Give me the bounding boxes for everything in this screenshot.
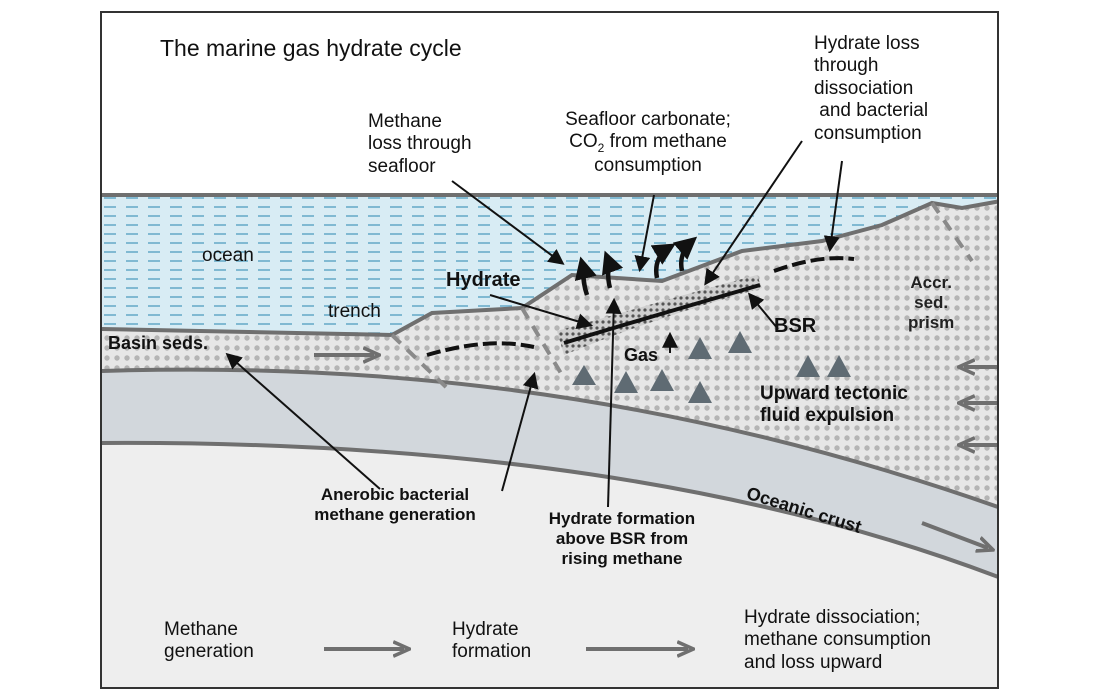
step2-line-2: formation (452, 641, 532, 663)
formation-callout: Hydrate formation above BSR from rising … (522, 509, 722, 569)
thrust-line-3 (930, 201, 974, 263)
anerobic-line-2: methane generation (314, 505, 476, 525)
hydrate-loss-line-3: dissociation (814, 77, 914, 99)
sequence-step-2: Hydrate formation (452, 619, 531, 664)
carbonate-rest: from methane (604, 131, 727, 153)
lower-fill (102, 442, 997, 687)
methane-loss-callout: Methane loss through seafloor (368, 111, 472, 178)
thrust-line-2 (520, 306, 564, 377)
hydrate-loss-callout: Hydrate loss through dissociation and ba… (814, 33, 928, 145)
crust-motion-arrow (921, 521, 988, 548)
basin-seds-label: Basin seds. (108, 333, 209, 353)
methane-loss-line-3: seafloor (368, 155, 436, 177)
formation-line-3: rising methane (561, 549, 683, 569)
formation-line-2: above BSR from (555, 529, 689, 549)
methane-loss-line-1: Methane (368, 111, 442, 132)
dashed-bsr-left (426, 341, 535, 357)
ocean-label: ocean (202, 245, 254, 266)
page-title: The marine gas hydrate cycle (160, 35, 462, 61)
step2-line-1: Hydrate (452, 619, 519, 640)
upward-expulsion-label: Upward tectonic fluid expulsion (760, 383, 908, 428)
thrust-line-1 (390, 333, 449, 390)
accr-line-1: Accr. (910, 273, 952, 292)
gas-triangles (572, 331, 851, 403)
carbonate-line-2: CO2 from methane (538, 131, 758, 155)
co2-text: CO (569, 131, 598, 153)
carbonate-line-1: Seafloor carbonate; (565, 109, 731, 130)
methane-loss-line-2: loss through (368, 133, 472, 155)
dashed-bsr-right (773, 256, 855, 273)
bsr-line (563, 283, 761, 345)
step3-line-1: Hydrate dissociation; (744, 607, 921, 628)
sequence-step-3: Hydrate dissociation; methane consumptio… (744, 607, 931, 674)
step3-line-3: and loss upward (744, 651, 883, 673)
gas-label: Gas (624, 345, 659, 365)
bsr-label: BSR (774, 315, 817, 337)
step3-line-2: methane consumption (744, 629, 931, 651)
accr-prism-label: Accr. sed. prism (908, 273, 954, 333)
accr-line-3: prism (908, 313, 955, 333)
hydrate-loss-line-5: consumption (814, 122, 922, 144)
step1-line-2: generation (164, 641, 254, 663)
trench-label: trench (328, 301, 381, 322)
co2-subscript: 2 (597, 141, 605, 156)
step1-line-1: Methane (164, 619, 238, 640)
anerobic-line-1: Anerobic bacterial (320, 485, 470, 504)
diagram-frame: The marine gas hydrate cycle ocean trenc… (100, 11, 999, 689)
crust-bottom-line (102, 440, 997, 579)
upward-line-1: Upward tectonic (760, 383, 908, 404)
callout-arrows (225, 140, 843, 508)
tectonic-arrows (964, 367, 997, 445)
sequence-step-1: Methane generation (164, 619, 254, 664)
oceanic-crust-band (102, 369, 997, 577)
hydrate-loss-line-4: and bacterial (814, 100, 929, 122)
seep-arrows (574, 236, 698, 296)
hydrate-loss-line-1: Hydrate loss (814, 33, 920, 54)
hydrate-loss-line-2: through (814, 55, 879, 77)
accr-line-2: sed. (914, 293, 949, 313)
diagram-canvas (102, 140, 997, 687)
seafloor-line (102, 199, 997, 338)
upward-line-2: fluid expulsion (760, 405, 895, 427)
crust-top-line (102, 367, 997, 509)
hydrate-label: Hydrate (446, 269, 521, 291)
formation-line-1: Hydrate formation (548, 509, 696, 528)
carbonate-callout: Seafloor carbonate; CO2 from methane con… (538, 109, 758, 178)
carbonate-line-3: consumption (594, 155, 702, 177)
anerobic-callout: Anerobic bacterial methane generation (288, 485, 502, 525)
